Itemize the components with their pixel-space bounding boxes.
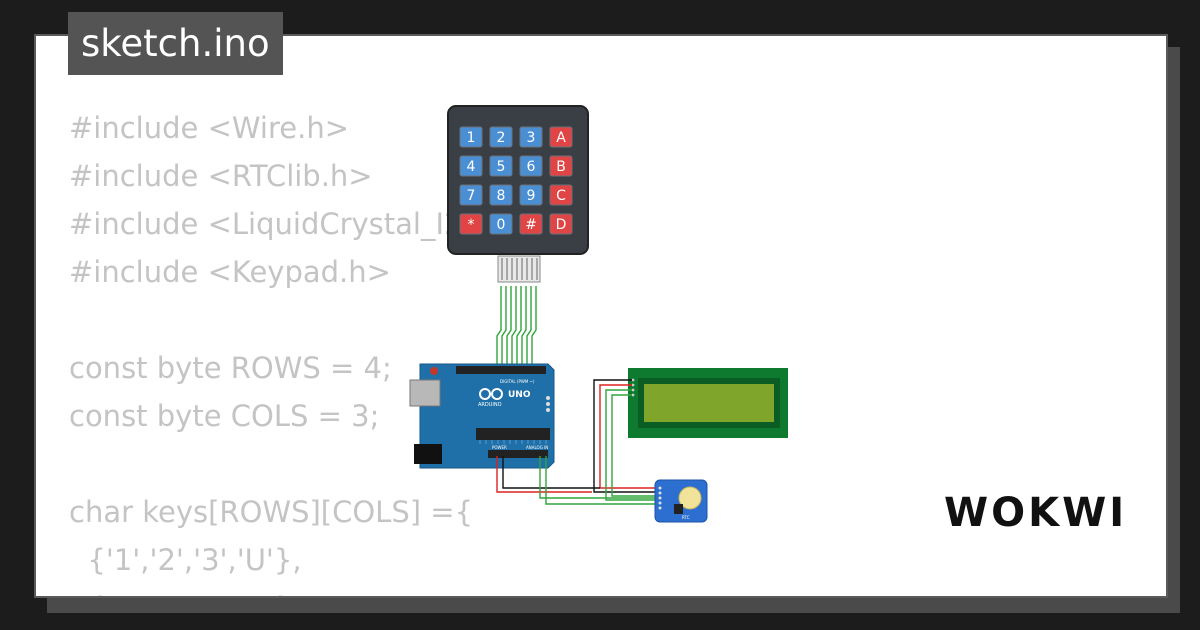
keypad-key[interactable]: A [549,126,573,148]
keypad-key[interactable]: # [519,213,543,235]
keypad-key[interactable]: 0 [489,213,513,235]
keypad-key-label: # [525,217,537,233]
sketch-tab[interactable]: sketch.ino [68,12,283,75]
keypad-key-label: 0 [497,217,506,233]
keypad-key-label: 1 [467,130,476,146]
keypad-key[interactable]: 3 [519,126,543,148]
keypad-key[interactable]: 6 [519,155,543,177]
code-line: char keys[ROWS][COLS] ={ [69,495,474,529]
arduino-uno[interactable]: UNO ARDUINO DIGITAL (PWM ~) ANALOG IN PO… [409,363,555,469]
keypad-key-label: 7 [467,188,476,204]
keypad-key-label: * [468,217,475,233]
keypad-key-label: 5 [497,159,506,175]
arduino-logo-icon [479,388,503,400]
code-line: const byte COLS = 3; [69,399,380,433]
code-line: #include <Keypad.h> [69,255,391,289]
keypad-wires [496,286,537,368]
rtc-chip [674,504,683,514]
keypad-key[interactable]: 2 [489,126,513,148]
keypad-key-label: A [556,130,566,146]
board-brand: ARDUINO [478,402,502,408]
rtc-ds1307-module[interactable]: RTC [654,479,708,523]
keypad-key-label: D [556,217,567,233]
keypad-key[interactable]: 1 [459,126,483,148]
keypad-keys: 1 2 3 A 4 5 6 B 7 8 9 C * 0 # D [459,126,573,235]
keypad-key[interactable]: 7 [459,184,483,206]
i2c-wires [496,379,660,505]
keypad-key[interactable]: D [549,213,573,235]
keypad-key-label: 9 [527,188,536,204]
code-line: #include <Wire.h> [69,111,350,145]
code-line: {'4','5','6','D'}, [69,591,302,596]
power-jack [414,444,442,464]
usb-port [409,379,441,407]
analog-label: ANALOG IN [526,445,548,450]
keypad-connector [497,255,541,283]
digital-label: DIGITAL (PWM ~) [500,379,535,384]
rtc-label: RTC [682,515,690,520]
project-card: #include <Wire.h> #include <RTClib.h> #i… [34,34,1168,598]
board-model: UNO [508,390,531,400]
keypad-key[interactable]: 4 [459,155,483,177]
keypad-key-label: C [556,188,566,204]
coin-cell-battery [678,486,702,510]
wokwi-logo: WOKWI [944,490,1128,536]
lcd-1602-i2c[interactable] [628,368,788,438]
keypad-key-label: B [556,159,566,175]
mcu-chip [476,428,550,440]
keypad-key[interactable]: C [549,184,573,206]
lcd-screen [644,384,774,422]
keypad-key-label: 4 [467,159,476,175]
code-line: {'1','2','3','U'}, [69,543,302,577]
keypad-key[interactable]: * [459,213,483,235]
keypad-key[interactable]: 8 [489,184,513,206]
keypad-key[interactable]: B [549,155,573,177]
keypad-key-label: 2 [497,130,506,146]
keypad-key[interactable]: 9 [519,184,543,206]
reset-button[interactable] [430,367,438,375]
keypad-key-label: 3 [527,130,536,146]
arduino-board [419,363,555,469]
keypad-key[interactable]: 5 [489,155,513,177]
code-line: #include <RTClib.h> [69,159,373,193]
analog-header [488,450,548,458]
power-label: POWER [492,445,507,450]
keypad-key-label: 6 [527,159,536,175]
keypad-key-label: 8 [497,188,506,204]
digital-header [456,366,546,374]
keypad-4x4[interactable]: 1 2 3 A 4 5 6 B 7 8 9 C * 0 # D [447,105,589,283]
code-line: const byte ROWS = 4; [69,351,392,385]
